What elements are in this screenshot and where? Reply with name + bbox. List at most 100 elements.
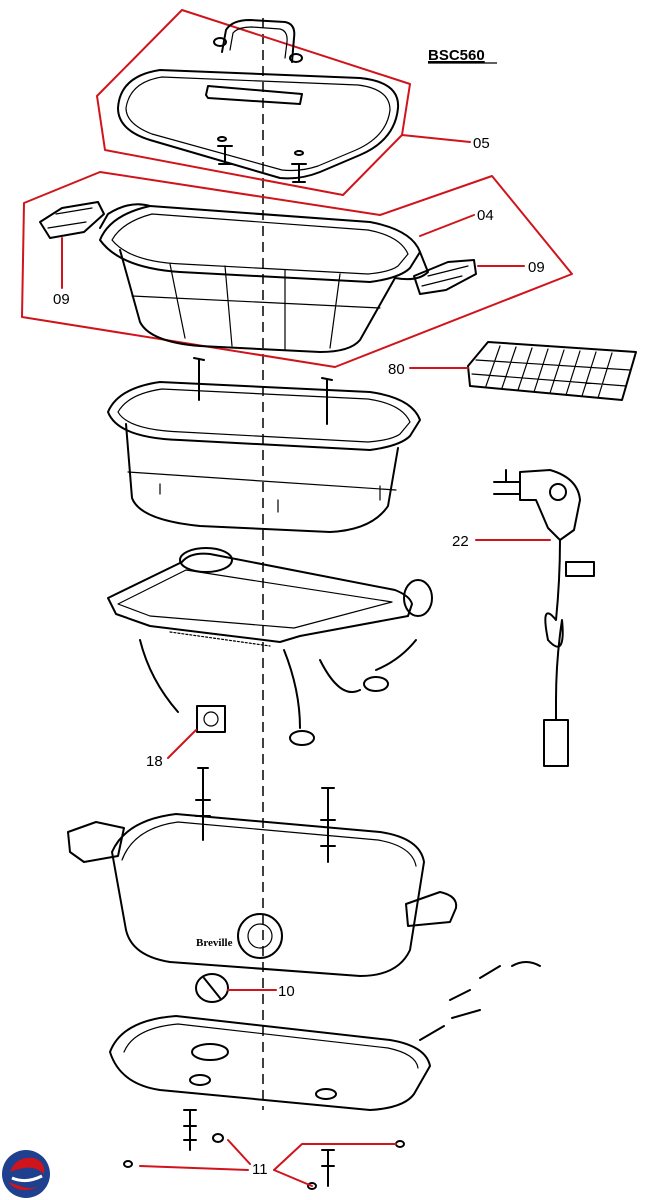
plug-grip: [549, 483, 567, 501]
lid-leader-line: [401, 134, 471, 143]
housing-screw-left: [195, 767, 211, 841]
foot-4: [307, 1182, 317, 1190]
dial-socket: [237, 913, 283, 959]
dial-socket-inner: [247, 923, 273, 949]
callout-label-handle-left: 09: [53, 291, 70, 308]
foot-screw-left: [183, 1109, 197, 1151]
foot-screw-right: [321, 1149, 335, 1187]
lid-callout-outline: [96, 9, 411, 196]
bowl-callout-outline: [21, 171, 573, 368]
lid-handle-inner: [229, 26, 288, 59]
callout-label-thermostat: 18: [146, 753, 163, 770]
bowl-ribs: [131, 263, 381, 351]
thermal-fuse-right: [363, 676, 389, 692]
callout-label-feet: 11: [252, 1161, 268, 1178]
company-logo: [2, 1150, 50, 1198]
callout-label-rack: 80: [388, 361, 405, 378]
model-number: BSC560: [428, 47, 485, 64]
bowl-handle-left: [99, 203, 151, 229]
housing-screw-right: [320, 787, 336, 863]
thermal-fuse-center: [289, 730, 315, 746]
foot-1: [212, 1133, 224, 1143]
housing-body: [111, 813, 425, 977]
dial-knob-grip: [203, 977, 221, 999]
glass-lid-rim: [125, 76, 391, 172]
shell-screw-right: [321, 377, 333, 425]
lid-handle-cap-left: [213, 37, 227, 47]
logo-blue-disc: [2, 1150, 50, 1198]
housing-handle-left: [67, 821, 125, 863]
rack-wires: [471, 345, 631, 399]
dial-knob: [195, 973, 229, 1003]
rack-frame: [467, 341, 637, 401]
logo-white-swoosh: [11, 1174, 43, 1183]
element-terminal-top: [179, 547, 233, 573]
heating-element: [107, 547, 433, 746]
foot-2: [123, 1160, 133, 1168]
wiring-harness: [139, 639, 417, 729]
foot-3: [395, 1140, 405, 1148]
base-plate-outline: [109, 1015, 431, 1111]
thermostat-leader-line: [167, 729, 197, 759]
base-plate-rim: [123, 1023, 419, 1069]
glass-lid: [117, 69, 400, 180]
shell-rim: [107, 381, 421, 451]
bowl-rim-inner: [111, 213, 409, 275]
handle-left-part: [39, 201, 105, 239]
lid-assembly: [96, 9, 411, 196]
lid-screw-hole-right: [294, 150, 304, 156]
cooking-bowl-assembly: [21, 171, 573, 368]
housing-brand-mark: Breville: [196, 937, 233, 949]
element-frame: [107, 552, 413, 643]
element-terminal-right: [403, 579, 433, 617]
logo-red-swoosh-top: [10, 1157, 45, 1174]
plug-body: [519, 469, 581, 541]
handle-left-detail: [47, 207, 93, 229]
shell-band: [127, 471, 397, 513]
cord-cable: [544, 539, 564, 721]
base-wiring-parts: [419, 961, 541, 1041]
thermostat-connector-part: [196, 705, 226, 733]
wire-rack: [467, 341, 637, 401]
bowl-body: [119, 249, 396, 353]
lid-screw-hole-left: [217, 136, 227, 142]
rubber-feet: [123, 1109, 405, 1190]
appliance-connector: [543, 719, 569, 767]
callout-label-bowl: 04: [477, 207, 494, 224]
base-plate-foot-seat-right: [315, 1088, 337, 1100]
thermostat-connector-socket: [203, 711, 219, 727]
cord-tag: [565, 561, 595, 577]
callout-label-dial: 10: [278, 983, 295, 1000]
handle-right-detail: [421, 265, 469, 287]
shell-body: [125, 423, 399, 533]
bowl-leader-line: [419, 214, 475, 237]
callout-label-handle-right: 09: [528, 259, 545, 276]
base-plate-boss: [191, 1043, 229, 1061]
handle-right-part: [413, 259, 477, 295]
base-plate: [109, 1015, 431, 1111]
lid-screw-right: [291, 163, 307, 183]
callout-label-cord: 22: [452, 533, 469, 550]
logo-red-swoosh-bottom: [8, 1182, 40, 1191]
callout-label-lid: 05: [473, 135, 490, 152]
plug-pins: [493, 469, 521, 495]
shell-rim-inner: [117, 388, 411, 443]
base-housing: Breville: [67, 767, 458, 977]
lid-vent-slot: [205, 85, 303, 105]
element-frame-inner: [117, 569, 393, 629]
bowl-handle-right: [394, 251, 429, 281]
outer-shell: [107, 357, 421, 533]
housing-rim: [121, 821, 417, 867]
bowl-rim: [99, 205, 421, 283]
shell-screw-left: [193, 357, 205, 401]
power-cord-assembly: [493, 469, 595, 767]
lid-handle: [221, 19, 296, 63]
lid-handle-cap-right: [289, 53, 303, 63]
housing-handle-right: [405, 891, 458, 927]
lid-screw-left: [217, 145, 233, 165]
feet-leader-lines: [139, 1139, 397, 1187]
control-dial-part: [195, 973, 229, 1003]
base-plate-foot-seat-left: [189, 1074, 211, 1086]
element-coil: [169, 631, 271, 647]
